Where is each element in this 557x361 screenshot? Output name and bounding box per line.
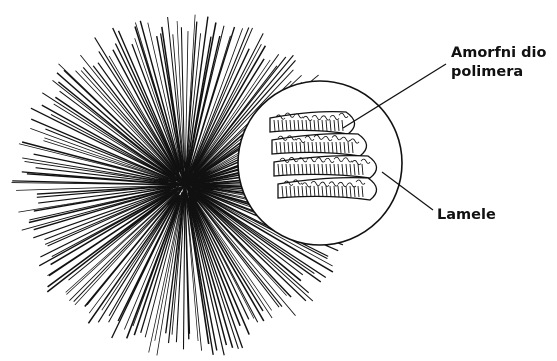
lamellae-label: Lamele [437,206,496,225]
lamella [274,156,377,178]
magnified-detail [238,81,402,245]
fibril-ray [66,194,175,295]
fibril-ray [188,23,216,169]
amorphous-region-label: Amorfni dio polimera [451,44,546,82]
amorphous-label-line1: Amorfni dio [451,44,546,63]
fibril-ray [184,202,185,350]
amorphous-label-line2: polimera [451,63,546,82]
